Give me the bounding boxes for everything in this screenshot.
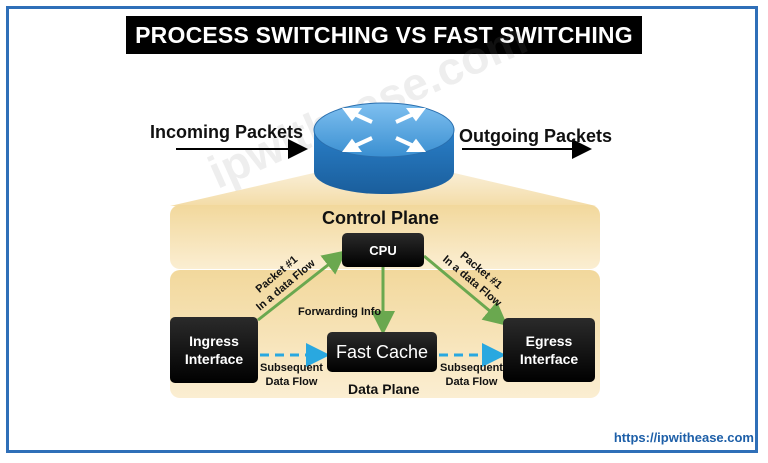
- data-plane-title: Data Plane: [348, 381, 420, 397]
- incoming-packets-label: Incoming Packets: [150, 122, 304, 142]
- cpu-to-egress-arrow: [423, 254, 508, 326]
- subsequent-flow-left-label: Subsequent Data Flow: [260, 362, 323, 388]
- egress-label: Egress Interface: [519, 333, 579, 367]
- cpu-box: CPU: [342, 233, 424, 267]
- control-plane-title: Control Plane: [322, 208, 440, 228]
- ingress-label: Ingress Interface: [184, 333, 244, 367]
- forwarding-info-label: Forwarding Info: [298, 306, 382, 318]
- cpu-label: CPU: [369, 242, 397, 258]
- egress-interface-box: Egress Interface: [503, 318, 595, 382]
- diagram-title: PROCESS SWITCHING VS FAST SWITCHING: [126, 16, 642, 54]
- outgoing-packets-label: Outgoing Packets: [459, 126, 613, 146]
- fast-cache-label: Fast Cache: [335, 341, 429, 362]
- ingress-to-cpu-arrow: [257, 250, 347, 322]
- fast-cache-box: Fast Cache: [327, 332, 437, 372]
- subsequent-flow-right-label: Subsequent Data Flow: [440, 362, 503, 388]
- router-icon: [313, 102, 455, 194]
- source-url[interactable]: https://ipwithease.com: [613, 430, 754, 445]
- ingress-interface-box: Ingress Interface: [170, 317, 258, 383]
